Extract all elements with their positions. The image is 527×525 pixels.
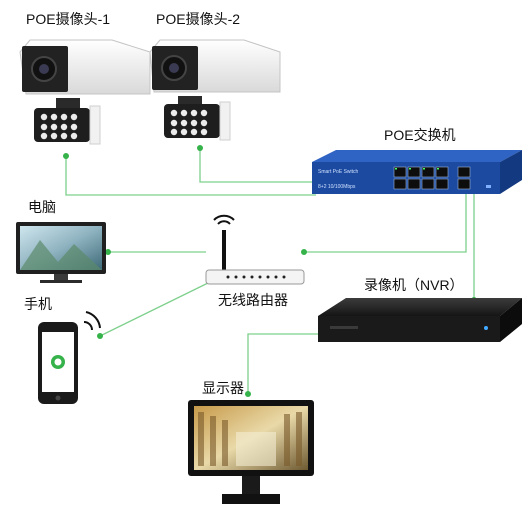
link-router-phone <box>99 282 209 337</box>
camera-2-label: POE摄像头-2 <box>156 11 241 27</box>
camera-1-icon <box>19 39 151 145</box>
router-label: 无线路由器 <box>218 292 288 308</box>
computer-label: 电脑 <box>28 199 56 215</box>
smartphone-icon <box>38 311 101 404</box>
switch-faceplate-title: Smart PoE Switch <box>318 169 359 175</box>
camera-1-label: POE摄像头-1 <box>26 11 111 27</box>
switch-faceplate-spec: 8+2 10/100Mbps <box>318 184 356 190</box>
link-switch-router <box>304 194 467 253</box>
link-camera1-switch <box>65 156 316 196</box>
nvr-recorder-icon <box>318 298 522 342</box>
nvr-label: 录像机（NVR） <box>364 277 464 293</box>
wireless-router-icon <box>205 214 305 285</box>
display-monitor-icon <box>188 400 314 504</box>
link-nvr-display <box>247 333 320 394</box>
phone-label: 手机 <box>24 296 52 312</box>
poe-switch-label: POE交换机 <box>384 127 456 143</box>
computer-monitor-icon <box>16 222 106 283</box>
display-label: 显示器 <box>202 380 244 396</box>
connection-lines <box>65 148 475 394</box>
camera-2-icon <box>149 39 281 141</box>
link-camera2-switch <box>199 148 316 183</box>
poe-switch-icon: Smart PoE Switch 8+2 10/100Mbps <box>312 150 522 194</box>
